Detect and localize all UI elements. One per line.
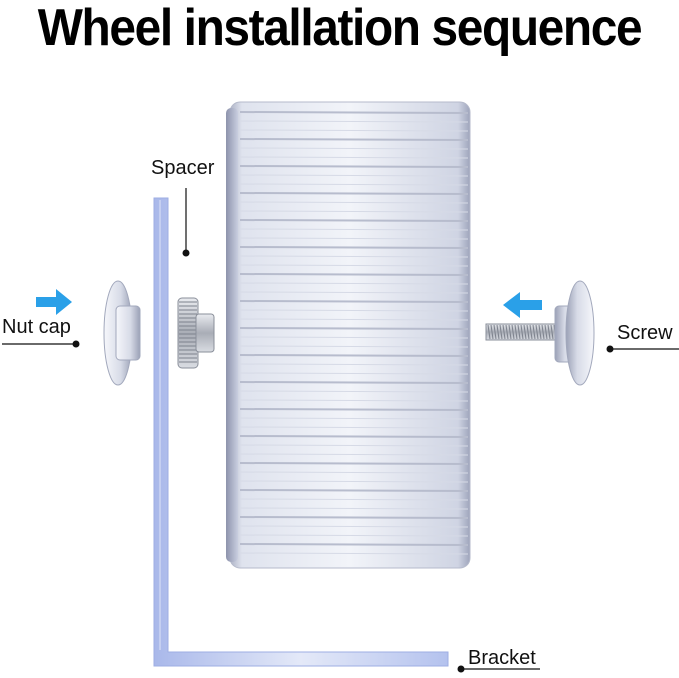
wheel-ridge: [239, 273, 469, 276]
spacer-leader: [182, 188, 190, 257]
thread-line: [508, 324, 512, 340]
wheel-ridge: [239, 291, 469, 294]
wheel-ridge: [239, 246, 469, 249]
thread-line: [535, 324, 539, 340]
arrow-right-icon: [36, 289, 72, 315]
wheel-ridge: [239, 309, 469, 312]
thread-line: [499, 324, 503, 340]
wheel-ridge: [239, 399, 469, 402]
wheel-ridge: [239, 372, 469, 375]
wheel-ridge: [239, 282, 469, 285]
wheel-ridge: [239, 138, 469, 141]
nut-cap-label: Nut cap: [2, 316, 71, 338]
thread-line: [511, 324, 515, 340]
wheel-ridge: [239, 300, 469, 303]
wheel-ridge: [239, 534, 469, 537]
wheel-ridge: [239, 552, 469, 555]
diagram-title: Wheel installation sequence: [37, 0, 643, 57]
thread-line: [538, 324, 542, 340]
thread-line: [550, 324, 554, 340]
wheel-ridge: [239, 489, 469, 492]
wheel-ridge: [239, 381, 469, 384]
wheel-ridge: [239, 192, 469, 195]
wheel-ridge: [239, 129, 469, 132]
wheel-ridge: [239, 165, 469, 168]
wheel-ridge: [239, 417, 469, 420]
wheel: [226, 101, 471, 569]
wheel-ridge: [239, 219, 469, 222]
wheel-ridge: [239, 462, 469, 465]
wheel-ridge: [239, 345, 469, 348]
screw-leader: [606, 345, 679, 353]
wheel-ridge: [239, 525, 469, 528]
thread-line: [541, 324, 545, 340]
bracket-leader: [457, 665, 540, 673]
wheel-ridge: [239, 498, 469, 501]
wheel-ridge: [239, 255, 469, 258]
thread-line: [532, 324, 536, 340]
wheel-ridge: [239, 516, 469, 519]
thread-line: [514, 324, 518, 340]
thread-line: [505, 324, 509, 340]
arrow-left-icon: [503, 292, 542, 318]
nut-cap-leader: [2, 340, 80, 348]
wheel-ridge: [239, 543, 469, 546]
wheel-ridge: [239, 201, 469, 204]
wheel-ridge: [239, 480, 469, 483]
wheel-ridge: [239, 363, 469, 366]
thread-line: [523, 324, 527, 340]
wheel-ridge: [239, 228, 469, 231]
wheel-ridge: [239, 453, 469, 456]
wheel-ridge: [239, 111, 469, 114]
thread-line: [502, 324, 506, 340]
wheel-ridge: [239, 435, 469, 438]
thread-line: [529, 324, 533, 340]
screw-label: Screw: [617, 322, 673, 344]
wheel-ridge: [239, 147, 469, 150]
wheel-ridge: [239, 120, 469, 123]
thread-line: [487, 324, 491, 340]
spacer-label: Spacer: [151, 157, 215, 179]
wheel-ridge: [239, 156, 469, 159]
wheel-ridge: [239, 426, 469, 429]
bracket: [153, 197, 449, 667]
wheel-ridge: [239, 408, 469, 411]
wheel-ridge: [239, 354, 469, 357]
wheel-ridges: [239, 111, 469, 555]
thread-line: [520, 324, 524, 340]
thread-line: [547, 324, 551, 340]
thread-line: [517, 324, 521, 340]
thread-line: [493, 324, 497, 340]
thread-line: [526, 324, 530, 340]
wheel-ridge: [239, 174, 469, 177]
spacer: [177, 297, 215, 369]
wheel-ridge: [239, 183, 469, 186]
screw: [485, 280, 595, 386]
thread-line: [544, 324, 548, 340]
wheel-ridge: [239, 237, 469, 240]
wheel-ridge: [239, 210, 469, 213]
wheel-ridge: [239, 444, 469, 447]
thread-line: [490, 324, 494, 340]
wheel-ridge: [239, 264, 469, 267]
thread-line: [496, 324, 500, 340]
bracket-label: Bracket: [468, 647, 536, 669]
wheel-ridge: [239, 507, 469, 510]
wheel-ridge: [239, 327, 469, 330]
wheel-ridge: [239, 318, 469, 321]
wheel-ridge: [239, 336, 469, 339]
wheel-ridge: [239, 390, 469, 393]
nut-cap: [103, 280, 141, 386]
wheel-ridge: [239, 471, 469, 474]
